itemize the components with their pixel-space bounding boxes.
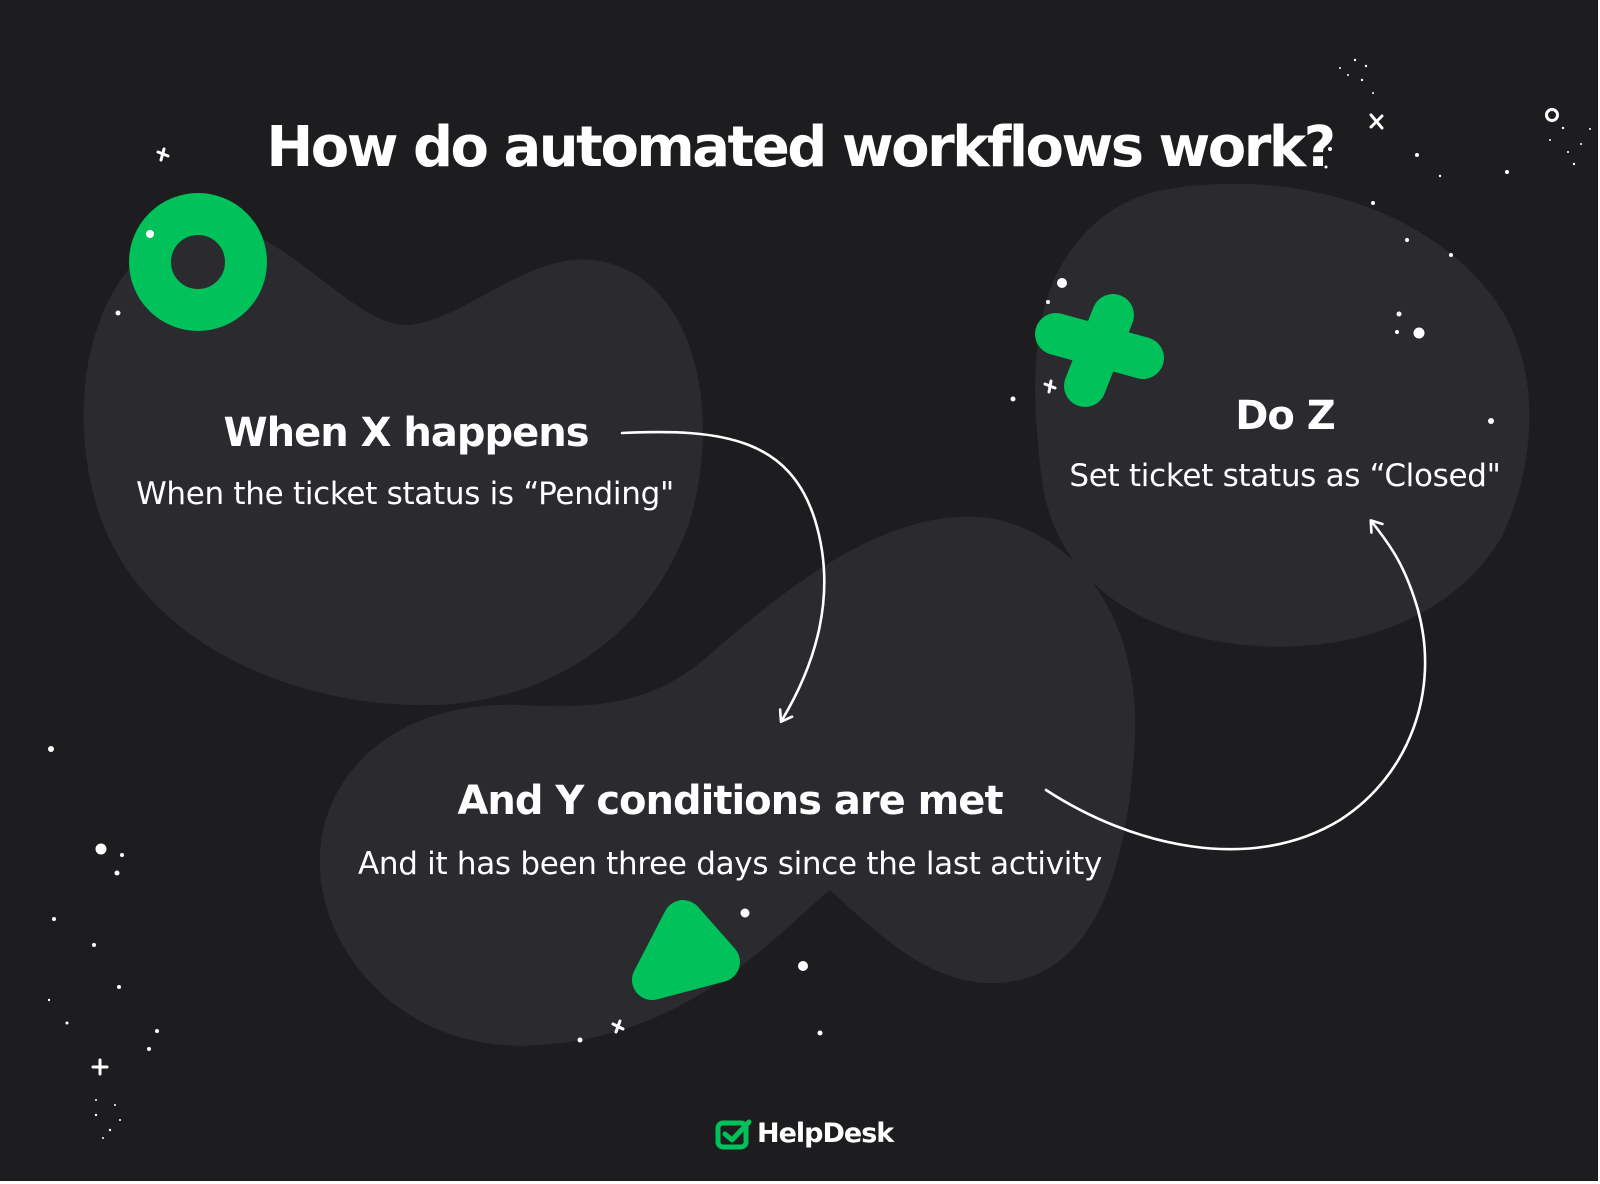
blob-do (1035, 183, 1530, 647)
right-border (1598, 0, 1600, 1184)
sparkle-cross-icon (91, 113, 1384, 1076)
node-do-text: Set ticket status as “Closed" (1069, 458, 1501, 494)
checkbox-logo-icon (715, 1119, 752, 1150)
blob-condition (319, 516, 1136, 1046)
node-when-heading: When X happens (223, 410, 589, 456)
node-when-text: When the ticket status is “Pending" (136, 476, 674, 512)
brand-name: HelpDesk (757, 1118, 894, 1149)
triangle-icon (632, 900, 740, 1000)
node-condition-heading: And Y conditions are met (457, 778, 1003, 824)
helpdesk-logo: HelpDesk (715, 1116, 894, 1152)
plus-icon (1035, 294, 1164, 407)
blob-when (83, 224, 703, 706)
arrow-when-to-condition (620, 430, 826, 724)
star-sparkle-icon (47, 58, 1591, 1139)
arrow-condition-to-do (1044, 519, 1427, 851)
ring-icon (129, 193, 267, 331)
node-condition-text: And it has been three days since the las… (357, 846, 1103, 882)
page-title: How do automated workflows work? (266, 115, 1336, 180)
bottom-border (0, 1181, 1600, 1184)
node-do-heading: Do Z (1235, 393, 1336, 439)
